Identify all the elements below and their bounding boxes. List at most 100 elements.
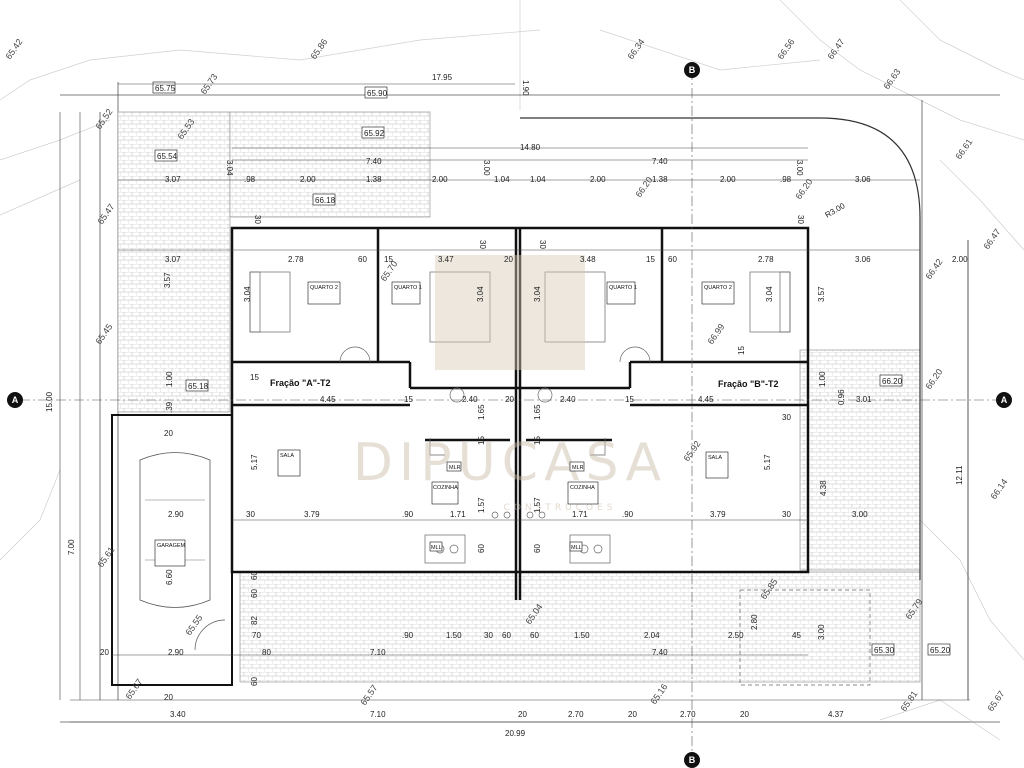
dimension-label: 15 <box>404 395 413 404</box>
terrain-level: 66.34 <box>625 37 646 61</box>
dimension-label: 1.04 <box>530 175 546 184</box>
dimension-label: 3.04 <box>533 286 542 302</box>
tag-sala-b: SALA <box>708 455 722 461</box>
terrain-level: 66.63 <box>881 67 902 91</box>
level-tag: 66.18 <box>315 196 336 205</box>
dimension-label: 80 <box>262 648 271 657</box>
dimension-label: 7.40 <box>652 157 668 166</box>
terrain-level: 65.61 <box>95 545 116 569</box>
dimension-label: 30 <box>478 240 487 249</box>
dimension-label: 3.07 <box>165 175 181 184</box>
dimension-label: 2.90 <box>168 648 184 657</box>
dimension-label: 60 <box>250 589 259 598</box>
dimension-label: .90 <box>622 510 634 519</box>
dimension-label: 60 <box>668 255 677 264</box>
dimension-lines <box>59 83 970 723</box>
dimension-label: 60 <box>477 544 486 553</box>
dimension-label: 30 <box>782 510 791 519</box>
terrain-level: 66.99 <box>705 322 726 346</box>
garage <box>111 414 233 686</box>
dimension-label: 7.40 <box>652 648 668 657</box>
dimension-label: 15 <box>625 395 634 404</box>
dimension-label: 4.45 <box>698 395 714 404</box>
tag-mll-a: MLL <box>431 545 442 551</box>
terrain-level: 66.14 <box>988 477 1009 501</box>
dimension-label: .98 <box>780 175 792 184</box>
dimension-label: 3.40 <box>170 710 186 719</box>
dimension-label: 6.60 <box>165 569 174 585</box>
terrain-level: 65.81 <box>898 689 919 713</box>
dimension-label: 70 <box>252 631 261 640</box>
tag-mlr-b: MLR <box>572 465 584 471</box>
dimension-label: 3.00 <box>852 510 868 519</box>
tag-quarto-b1: QUARTO 1 <box>609 285 637 291</box>
dimension-label: A <box>12 395 19 405</box>
section-marker-a-left: A <box>7 392 23 408</box>
parking-spot <box>739 589 871 686</box>
terrain-level: 65.92 <box>681 439 702 463</box>
terrain-level: 66.20 <box>793 177 814 201</box>
terrain-level: 65.16 <box>648 682 669 706</box>
dimension-label: B <box>689 755 696 765</box>
dimension-label: 30 <box>538 240 547 249</box>
level-tag: 65.18 <box>188 382 209 391</box>
dimension-label: 2.40 <box>560 395 576 404</box>
dimension-label: 2.00 <box>300 175 316 184</box>
dimension-label: 3.00 <box>795 160 804 176</box>
dimension-label: 20 <box>518 710 527 719</box>
dimension-label: 5.17 <box>250 454 259 470</box>
dimension-label: 3.79 <box>304 510 320 519</box>
dimension-label: .90 <box>402 510 414 519</box>
terrain-level: 66.42 <box>923 257 944 281</box>
dimension-label: 1.50 <box>446 631 462 640</box>
tag-sala-a: SALA <box>280 453 294 459</box>
dimension-label: 2.50 <box>728 631 744 640</box>
dimension-label: 7.10 <box>370 710 386 719</box>
dimension-label: 30 <box>484 631 493 640</box>
watermark-sub: CONSTRUÇÕES <box>504 501 617 513</box>
terrain-level: 66.47 <box>981 227 1002 251</box>
dimension-label: 60 <box>502 631 511 640</box>
dimension-label: 60 <box>250 571 259 580</box>
tag-garagem: GARAGEM <box>157 543 186 549</box>
dimension-label: 3.01 <box>856 395 872 404</box>
terrain-contours <box>0 0 1024 741</box>
dimension-label: .90 <box>402 631 414 640</box>
dimension-label: 82 <box>250 616 259 625</box>
terrain-level: 65.57 <box>358 683 379 707</box>
dimension-label: 20 <box>164 693 173 702</box>
dimension-label: 3.79 <box>710 510 726 519</box>
dimension-label: 3.04 <box>243 286 252 302</box>
dimension-label: 3.00 <box>817 624 826 640</box>
dimension-label: .39 <box>165 401 174 413</box>
dimension-label: 1.38 <box>366 175 382 184</box>
dimension-label: 1.38 <box>652 175 668 184</box>
tag-quarto-b2: QUARTO 2 <box>704 285 732 291</box>
unit-a-title: Fração "A"-T2 <box>270 378 331 388</box>
dimension-label: 1.57 <box>477 497 486 513</box>
terrain-level: 66.61 <box>953 137 974 161</box>
dimension-label: 4.38 <box>819 480 828 496</box>
level-tag: 65.90 <box>367 89 388 98</box>
dimension-label: 1.71 <box>450 510 466 519</box>
dimension-label: 0.96 <box>837 389 846 405</box>
dimension-label: A <box>1001 395 1008 405</box>
dimension-label: 20 <box>164 429 173 438</box>
dimension-label: R3.00 <box>824 201 847 220</box>
level-tag: 65.75 <box>155 84 176 93</box>
dimension-label: 20.99 <box>505 729 526 738</box>
dimension-label: 7.10 <box>370 648 386 657</box>
curved-boundary <box>520 117 921 580</box>
terrain-level: 65.67 <box>123 677 144 701</box>
dimension-label: 3.06 <box>855 175 871 184</box>
tag-mlr-a: MLR <box>449 465 461 471</box>
dimension-label: 7.00 <box>67 539 76 555</box>
dimension-label: 2.90 <box>168 510 184 519</box>
dimension-label: 15 <box>646 255 655 264</box>
dimension-label: 15 <box>477 436 486 445</box>
dimension-label: 3.04 <box>765 286 774 302</box>
dimension-label: 2.70 <box>568 710 584 719</box>
section-marker-b-top: B <box>684 62 700 78</box>
dimension-label: 12.11 <box>955 465 964 485</box>
